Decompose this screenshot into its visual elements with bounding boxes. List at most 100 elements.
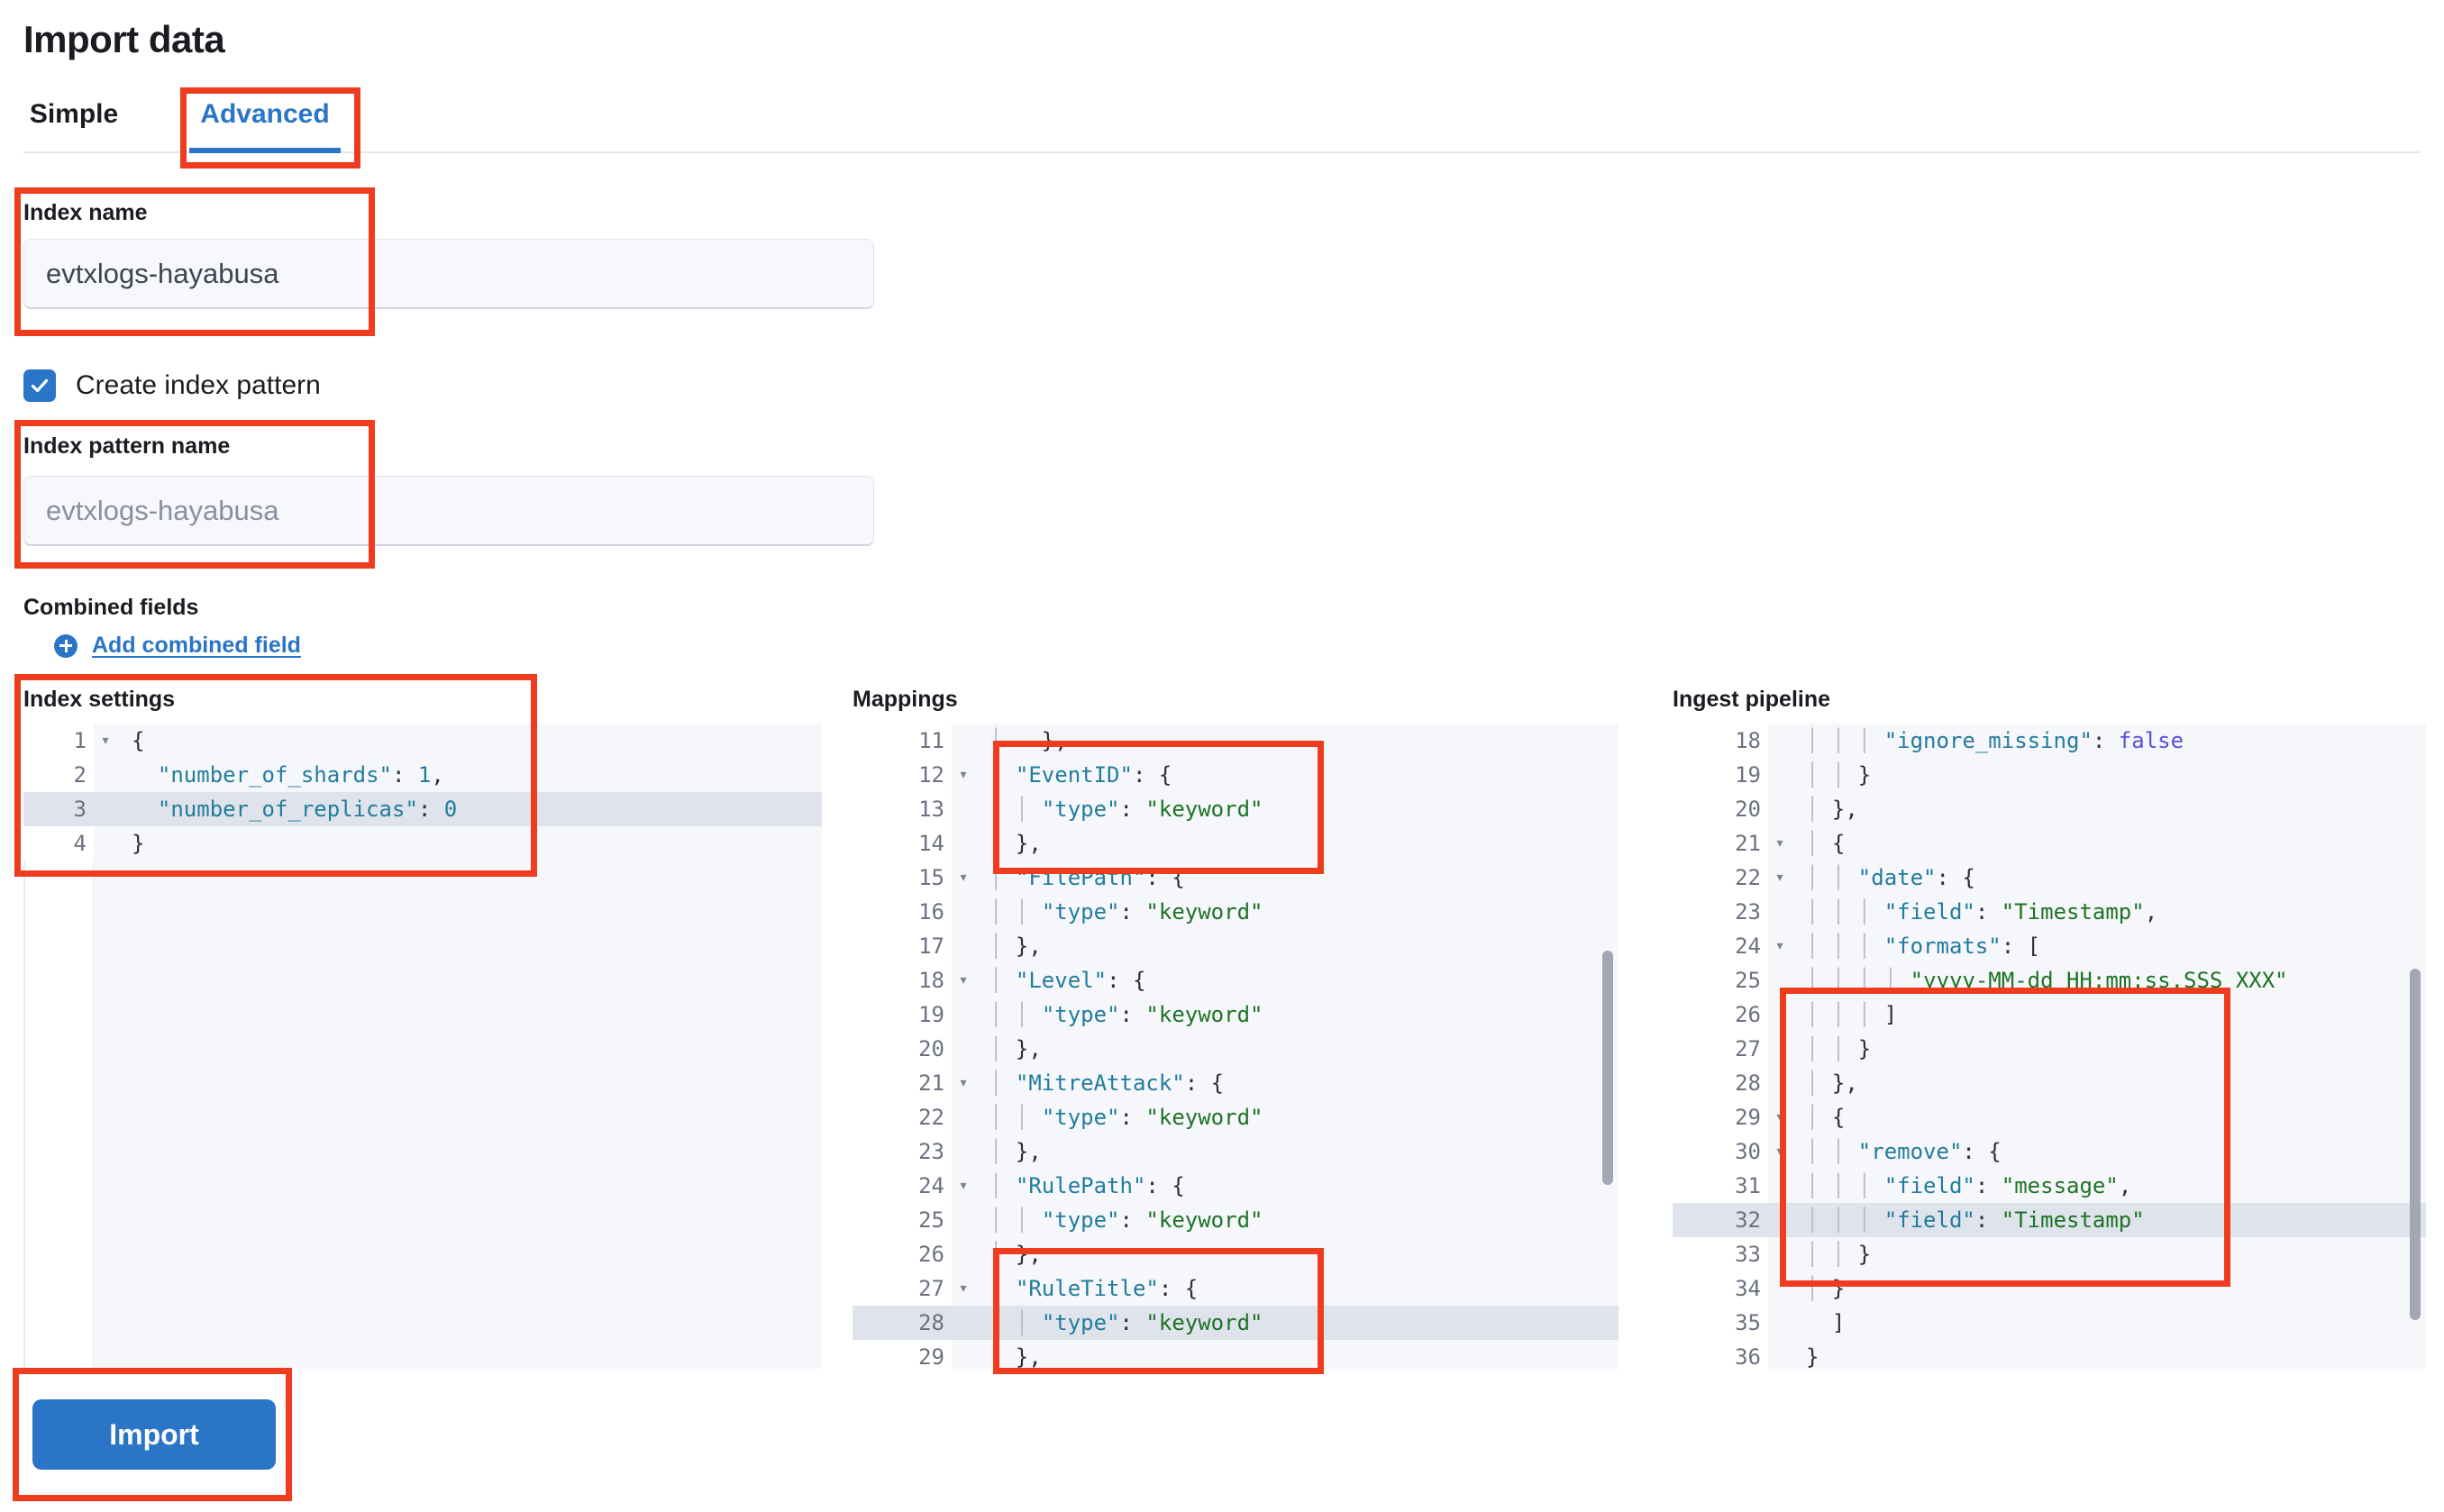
line-number: 33: [1673, 1237, 1768, 1271]
code-line[interactable]: 35 ]: [1673, 1306, 2426, 1340]
code-line[interactable]: 18▾│ "Level": {: [853, 963, 1619, 997]
code-line[interactable]: 28│ },: [1673, 1066, 2426, 1100]
line-number: 4: [23, 826, 94, 861]
code-line[interactable]: 29 │ },: [853, 1340, 1619, 1369]
add-combined-field-button[interactable]: Add combined field: [54, 633, 301, 659]
ingest-pipeline-scrollbar[interactable]: [2410, 969, 2421, 1320]
code-line[interactable]: 15▾ │ "FilePath": {: [853, 861, 1619, 895]
code-line[interactable]: 36}: [1673, 1340, 2426, 1369]
line-number: 20: [1673, 792, 1768, 826]
fold-arrow-icon[interactable]: ▾: [1774, 833, 1785, 852]
code-line[interactable]: 31│ │ │ "field": "message",: [1673, 1169, 2426, 1203]
code-line[interactable]: 20│ },: [853, 1032, 1619, 1066]
fold-arrow-icon[interactable]: ▾: [1774, 936, 1785, 955]
fold-arrow-icon[interactable]: ▾: [958, 765, 969, 784]
code-text: ]: [1806, 1310, 1846, 1335]
code-line[interactable]: 33│ │ }: [1673, 1237, 2426, 1271]
mappings-scrollbar[interactable]: [1602, 951, 1613, 1185]
code-line[interactable]: 21▾│ "MitreAttack": {: [853, 1066, 1619, 1100]
code-line[interactable]: 23 │ },: [853, 1134, 1619, 1169]
editor-left-rule: [23, 724, 25, 1369]
code-line[interactable]: 17│ },: [853, 929, 1619, 963]
code-line[interactable]: 11│ },: [853, 724, 1619, 758]
fold-arrow-icon[interactable]: ▾: [1774, 868, 1785, 887]
code-text: │ │ "type": "keyword": [989, 1002, 1263, 1027]
code-text: │ },: [989, 1036, 1042, 1061]
code-line[interactable]: 24▾│ │ │ "formats": [: [1673, 929, 2426, 963]
fold-arrow-icon[interactable]: ▾: [958, 868, 969, 887]
code-text: │ │ "type": "keyword": [989, 797, 1263, 822]
line-number: 25: [853, 1203, 952, 1237]
code-text: │ {: [1806, 831, 1846, 856]
fold-arrow-icon[interactable]: ▾: [958, 1073, 969, 1092]
fold-arrow-icon[interactable]: ▾: [958, 1176, 969, 1195]
code-line[interactable]: 21▾│ {: [1673, 826, 2426, 861]
import-button[interactable]: Import: [32, 1399, 276, 1470]
code-line[interactable]: 26│ │ │ ]: [1673, 997, 2426, 1032]
fold-arrow-icon[interactable]: ▾: [1774, 1107, 1785, 1126]
code-text: │ },: [989, 1344, 1042, 1369]
code-line[interactable]: 16│ │ "type": "keyword": [853, 895, 1619, 929]
code-text: "number_of_replicas": 0: [157, 797, 458, 822]
code-line[interactable]: 2 "number_of_shards": 1,: [23, 758, 822, 792]
fold-arrow-icon[interactable]: ▾: [1774, 1142, 1785, 1161]
code-line[interactable]: 18│ │ │ "ignore_missing": false: [1673, 724, 2426, 758]
code-line[interactable]: 19│ │ "type": "keyword": [853, 997, 1619, 1032]
mappings-title: Mappings: [853, 687, 958, 712]
fold-arrow-icon[interactable]: ▾: [958, 1279, 969, 1298]
code-line[interactable]: 30▾│ │ "remove": {: [1673, 1134, 2426, 1169]
index-pattern-name-input[interactable]: evtxlogs-hayabusa: [23, 476, 874, 546]
line-number: 29: [853, 1340, 952, 1369]
code-line[interactable]: 27│ │ }: [1673, 1032, 2426, 1066]
line-number: 28: [853, 1306, 952, 1340]
code-line[interactable]: 24▾│ "RulePath": {: [853, 1169, 1619, 1203]
code-text: │ "FilePath": {: [989, 865, 1185, 890]
line-number: 36: [1673, 1340, 1768, 1369]
line-number: 19: [1673, 758, 1768, 792]
code-text: }: [1806, 1344, 1819, 1369]
tab-advanced[interactable]: Advanced: [177, 97, 353, 153]
code-text: │ },: [989, 1139, 1042, 1164]
code-line[interactable]: 3 "number_of_replicas": 0: [23, 792, 822, 826]
code-line[interactable]: 28│ │ "type": "keyword": [853, 1306, 1619, 1340]
page-title: Import data: [23, 18, 225, 60]
tab-simple[interactable]: Simple: [29, 99, 119, 129]
code-line[interactable]: 23│ │ │ "field": "Timestamp",: [1673, 895, 2426, 929]
code-text: │ │ "type": "keyword": [989, 1105, 1263, 1130]
line-number: 28: [1673, 1066, 1768, 1100]
add-combined-field-label: Add combined field: [92, 633, 301, 658]
code-line[interactable]: 34│ }: [1673, 1271, 2426, 1306]
code-line[interactable]: 20│ },: [1673, 792, 2426, 826]
line-number: 29▾: [1673, 1100, 1784, 1134]
index-name-label: Index name: [23, 200, 148, 225]
mappings-editor[interactable]: 11│ },12▾│ "EventID": {13│ │ "type": "ke…: [853, 724, 1619, 1369]
fold-arrow-icon[interactable]: ▾: [958, 970, 969, 989]
code-line[interactable]: 25│ │ │ │ "yyyy-MM-dd HH:mm:ss.SSS XXX": [1673, 963, 2426, 997]
code-line[interactable]: 4}: [23, 826, 822, 861]
code-line[interactable]: 12▾│ "EventID": {: [853, 758, 1619, 792]
code-line[interactable]: 19│ │ }: [1673, 758, 2426, 792]
fold-arrow-icon[interactable]: ▾: [100, 731, 111, 750]
code-line[interactable]: 27▾│ "RuleTitle": {: [853, 1271, 1619, 1306]
code-line[interactable]: 1▾{: [23, 724, 822, 758]
code-line[interactable]: 22│ │ "type": "keyword": [853, 1100, 1619, 1134]
line-number: 15▾: [853, 861, 968, 895]
line-number: 23: [853, 1134, 952, 1169]
index-settings-editor[interactable]: 1▾{2 "number_of_shards": 1,3 "number_of_…: [23, 724, 822, 1369]
code-line[interactable]: 25│ │ "type": "keyword": [853, 1203, 1619, 1237]
code-line[interactable]: 13│ │ "type": "keyword": [853, 792, 1619, 826]
combined-fields-label: Combined fields: [23, 595, 199, 620]
code-line[interactable]: 22▾│ │ "date": {: [1673, 861, 2426, 895]
code-line[interactable]: 29▾│ {: [1673, 1100, 2426, 1134]
line-number: 18▾: [853, 963, 968, 997]
line-number: 14: [853, 826, 952, 861]
code-line[interactable]: 14│ },: [853, 826, 1619, 861]
index-name-input[interactable]: evtxlogs-hayabusa: [23, 239, 874, 309]
line-number: 30▾: [1673, 1134, 1784, 1169]
ingest-pipeline-panel: Ingest pipeline 18│ │ │ "ignore_missing"…: [1673, 687, 2444, 1369]
code-line[interactable]: 32│ │ │ "field": "Timestamp": [1673, 1203, 2426, 1237]
checkbox-checked-icon[interactable]: [23, 369, 56, 402]
create-index-pattern-row[interactable]: Create index pattern: [23, 369, 321, 402]
code-line[interactable]: 26│ },: [853, 1237, 1619, 1271]
